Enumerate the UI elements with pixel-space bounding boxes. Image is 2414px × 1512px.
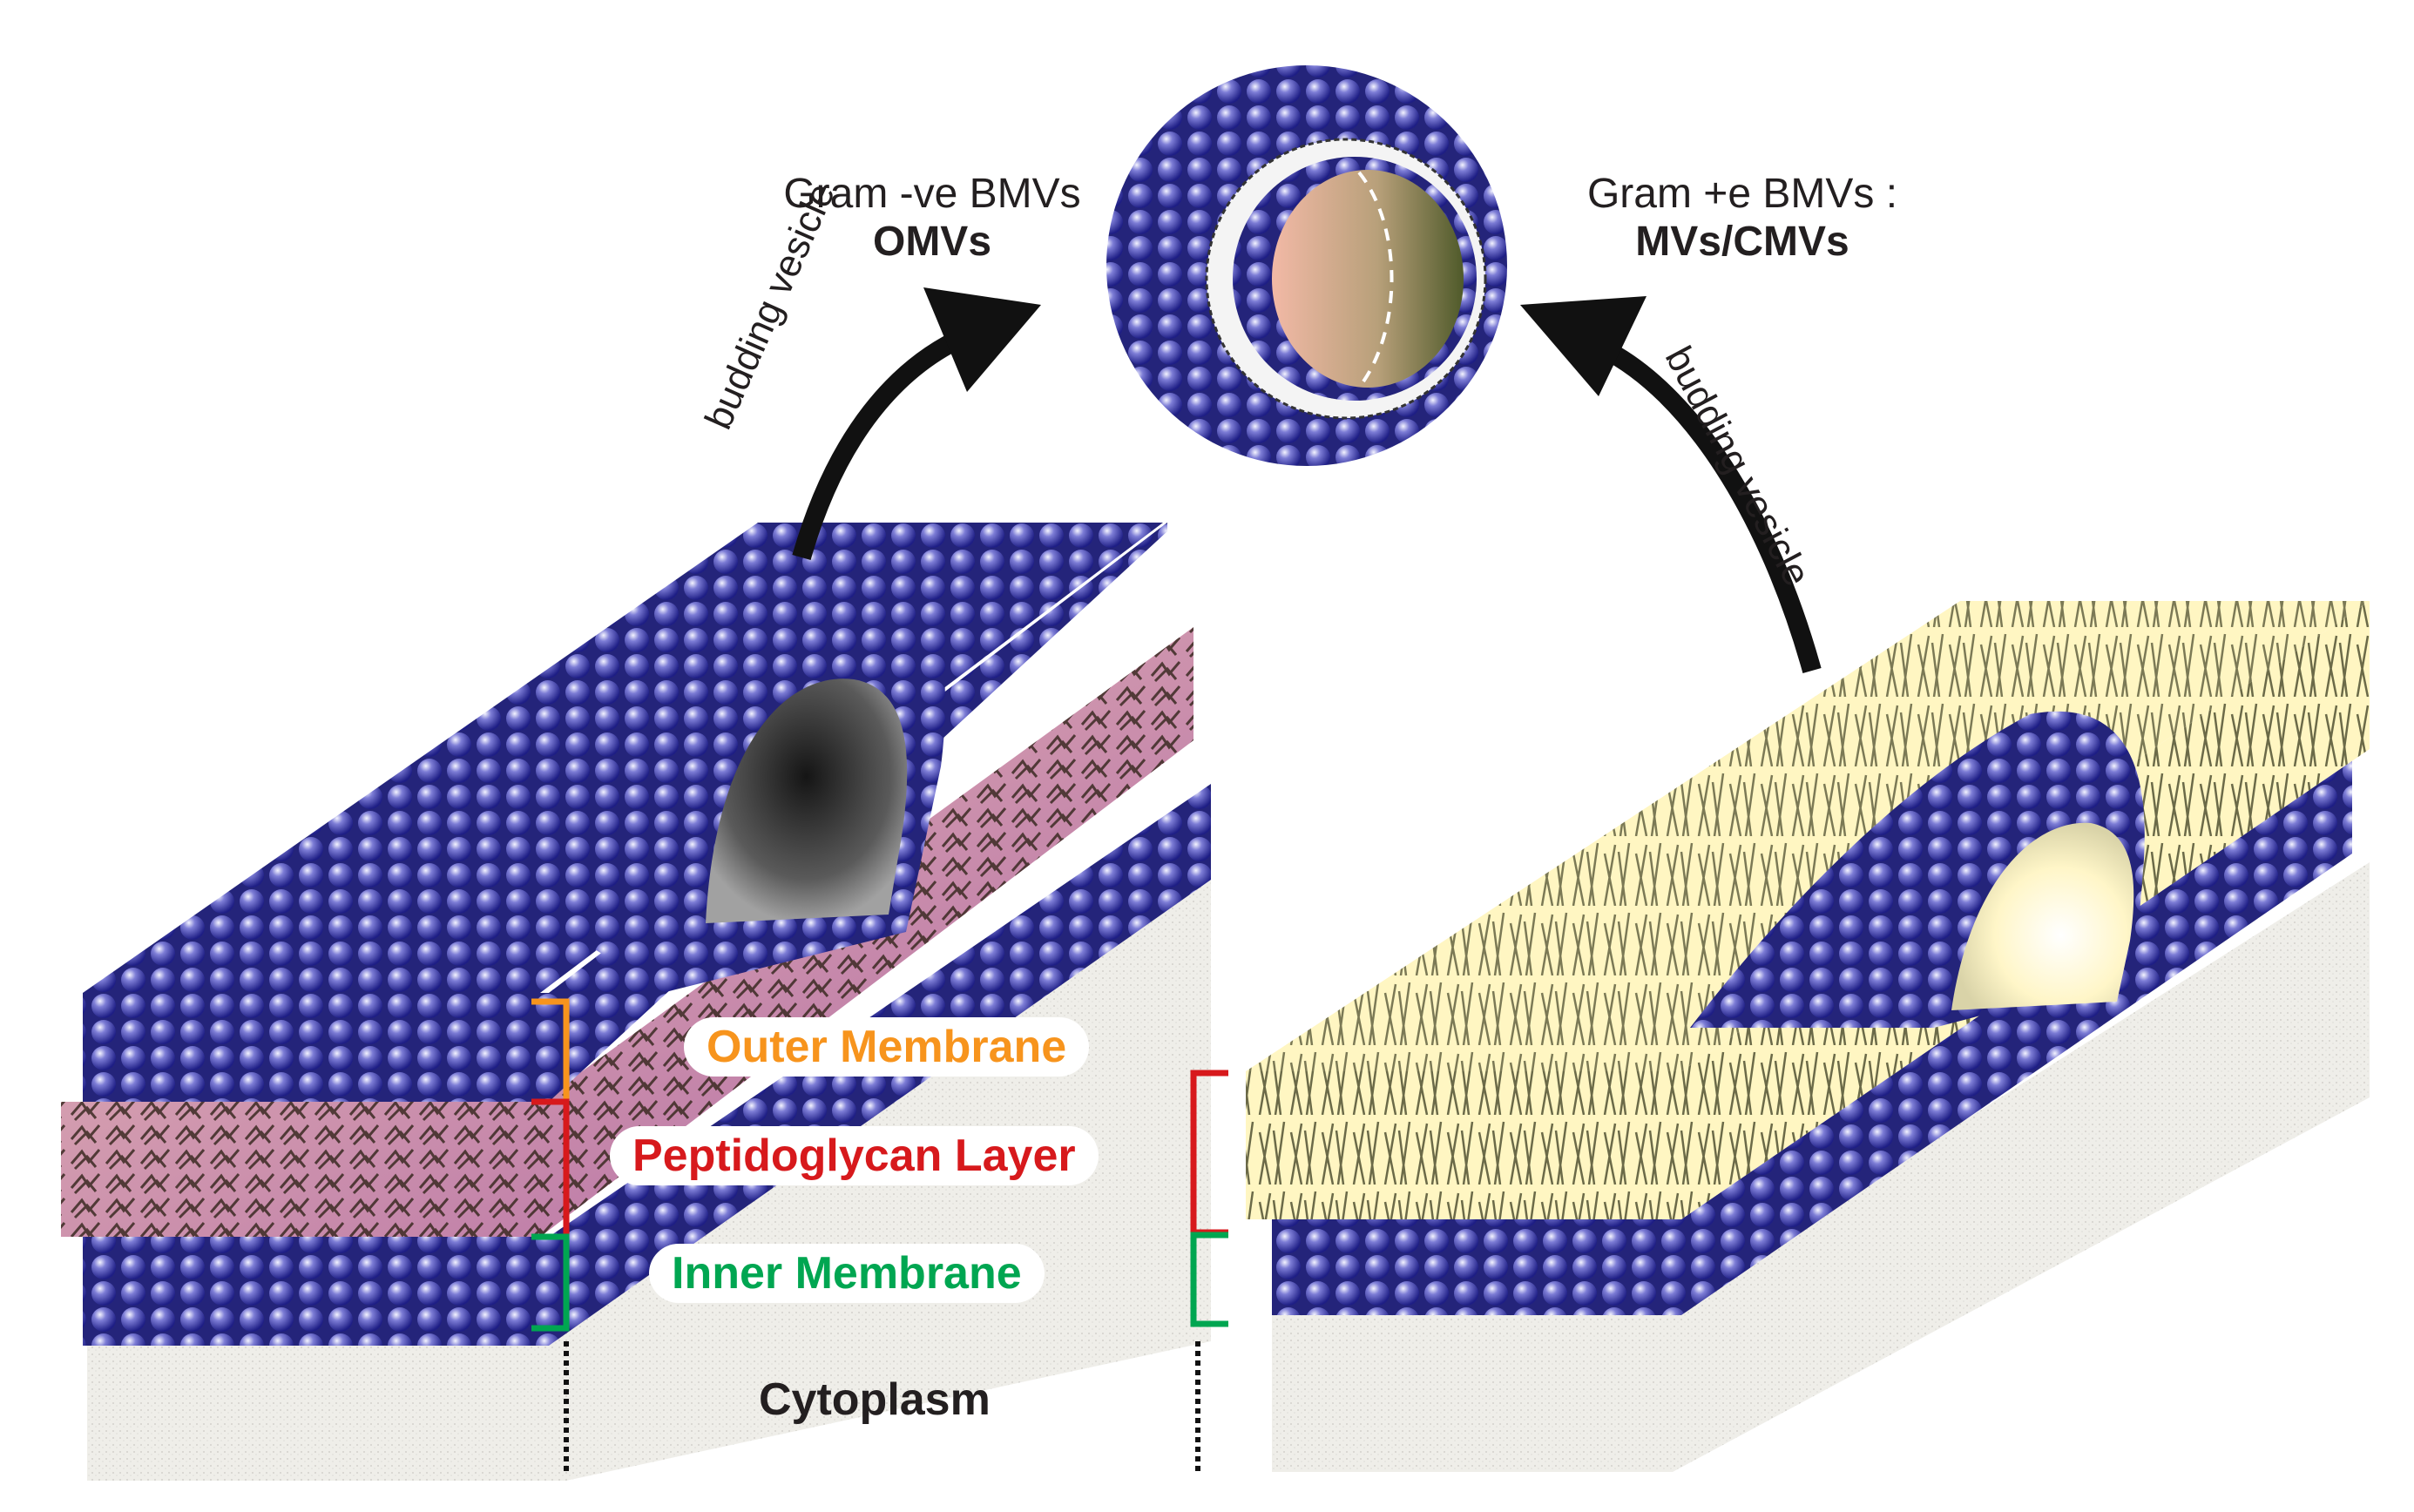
right-brackets: [1190, 1070, 1228, 1327]
bulge-opening-right: [1951, 822, 2134, 1010]
gram-positive-subtitle: MVs/CMVs: [1635, 219, 1849, 265]
gram-positive-title: Gram +e BMVs : MVs/CMVs: [1542, 170, 1943, 266]
vesicle: [1106, 65, 1507, 466]
arrow-right-head: [1520, 296, 1647, 396]
left-brackets: [531, 998, 570, 1332]
gram-negative-subtitle: OMVs: [872, 219, 992, 265]
inner-membrane-label: Inner Membrane: [649, 1244, 1045, 1303]
peptidoglycan-layer-label: Peptidoglycan Layer: [610, 1126, 1099, 1185]
gram-positive-title-text: Gram +e BMVs :: [1586, 171, 1898, 217]
budding-arrows: [792, 287, 1822, 673]
gram-negative-title-text: Gram -ve BMVs: [783, 171, 1081, 217]
arrow-left-shaft: [792, 326, 971, 561]
membrane-right: [1272, 758, 2352, 1315]
gram-positive-envelope: [1195, 601, 2370, 1472]
bracket-inner-membrane-left: [531, 1233, 570, 1332]
outer-membrane-label: Outer Membrane: [684, 1017, 1090, 1077]
gram-negative-envelope: [61, 523, 1211, 1481]
vesicle-dashed-cut: [1357, 171, 1394, 389]
vesicle-lumen: [1272, 170, 1464, 388]
arrow-left-head: [923, 287, 1041, 392]
bulge-opening-left: [706, 678, 908, 923]
outer-membrane-left: [83, 523, 1167, 1102]
cytoplasm-block-right: [1272, 862, 2370, 1472]
cytoplasm-label: Cytoplasm: [759, 1374, 991, 1425]
inner-membrane-left: [83, 784, 1211, 1346]
bracket-inner-membrane-right: [1190, 1232, 1228, 1327]
gram-negative-title: Gram -ve BMVs OMVs: [749, 170, 1115, 266]
arrow-right-shaft: [1599, 340, 1822, 673]
